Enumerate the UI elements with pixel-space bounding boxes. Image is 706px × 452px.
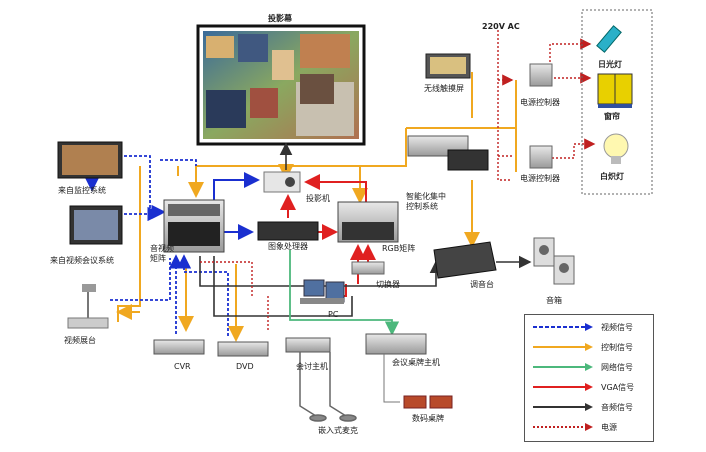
dvd-device xyxy=(217,341,269,357)
label-visualizer: 视频展台 xyxy=(64,336,96,345)
label-wireless-touch: 无线触摸屏 xyxy=(424,84,464,93)
label-power-ctrl-2: 电源控制器 xyxy=(520,174,560,183)
label-pc: PC xyxy=(328,310,339,319)
video-conference-tv xyxy=(69,205,123,245)
legend-row-video: 视频信号 xyxy=(525,319,653,335)
legend-label-audio: 音频信号 xyxy=(601,403,633,412)
light-bulb-icon xyxy=(603,133,629,164)
label-incandescent: 白炽灯 xyxy=(600,172,624,181)
video-solid-lines xyxy=(213,172,260,240)
label-switcher: 切换器 xyxy=(376,280,400,289)
mixer-device xyxy=(433,241,497,279)
legend-label-network: 网络信号 xyxy=(601,363,633,372)
label-conference-host: 会讨主机 xyxy=(296,362,328,371)
label-rgb-matrix: RGB矩阵 xyxy=(382,244,416,253)
power-lines xyxy=(200,30,596,330)
label-screen: 投影幕 xyxy=(268,14,292,23)
control-lines xyxy=(116,72,517,342)
label-power-ctrl-1: 电源控制器 xyxy=(520,98,560,107)
label-mixer: 调音台 xyxy=(470,280,494,289)
label-central-control: 智能化集中 控制系统 xyxy=(406,192,446,211)
cvr-device xyxy=(153,339,205,355)
conference-host-device xyxy=(285,337,331,353)
label-microphone: 嵌入式麦克 xyxy=(318,426,358,435)
rgb-matrix-device xyxy=(337,201,399,243)
wireless-touch-panel xyxy=(425,53,471,79)
lighting-group xyxy=(581,9,653,195)
label-cvr: CVR xyxy=(174,362,191,371)
legend-row-audio: 音频信号 xyxy=(525,399,653,415)
power-controller-2-device xyxy=(529,145,553,169)
network-lines xyxy=(289,250,400,336)
fluorescent-lamp-icon xyxy=(596,25,622,53)
legend-label-video: 视频信号 xyxy=(601,323,633,332)
av-matrix-device xyxy=(163,199,225,253)
central-control-unit xyxy=(407,135,489,171)
switcher-device xyxy=(351,261,385,275)
legend-row-vga: VGA信号 xyxy=(525,379,653,395)
video-lines xyxy=(84,155,229,336)
label-video-conference: 来自视频会议系统 xyxy=(50,256,114,265)
nameplate-devices xyxy=(403,395,453,409)
label-projector: 投影机 xyxy=(306,194,330,203)
power-controller-1-device xyxy=(529,63,553,87)
legend-label-power: 电源 xyxy=(601,423,617,432)
image-processor-device xyxy=(257,221,319,241)
label-curtain: 窗帘 xyxy=(604,112,620,121)
label-table-host: 会议桌牌主机 xyxy=(392,358,440,367)
microphone-devices xyxy=(299,352,357,422)
pc-devices xyxy=(300,279,345,304)
label-monitor-system: 来自监控系统 xyxy=(58,186,106,195)
monitor-system-tv xyxy=(57,141,123,179)
label-fluorescent: 日光灯 xyxy=(598,60,622,69)
legend-row-network: 网络信号 xyxy=(525,359,653,375)
legend-row-control: 控制信号 xyxy=(525,339,653,355)
visualizer-device xyxy=(67,284,109,329)
speaker-devices xyxy=(533,237,575,285)
label-speaker: 音箱 xyxy=(546,296,562,305)
projector-device xyxy=(263,171,301,193)
legend-label-vga: VGA信号 xyxy=(601,383,635,392)
label-220v: 220V AC xyxy=(482,22,520,31)
label-nameplate: 数码桌牌 xyxy=(412,414,444,423)
legend-label-control: 控制信号 xyxy=(601,343,633,352)
table-host-device xyxy=(365,333,427,355)
projection-screen xyxy=(196,24,366,146)
legend-row-power: 电源 xyxy=(525,419,653,435)
label-dvd: DVD xyxy=(236,362,254,371)
label-av-matrix: 音视频 矩阵 xyxy=(150,244,174,263)
curtain-icon xyxy=(597,73,633,108)
label-image-processor: 图象处理器 xyxy=(268,242,308,251)
legend: 视频信号 控制信号 网络信号 VGA信号 音频信号 电源 xyxy=(524,314,654,442)
